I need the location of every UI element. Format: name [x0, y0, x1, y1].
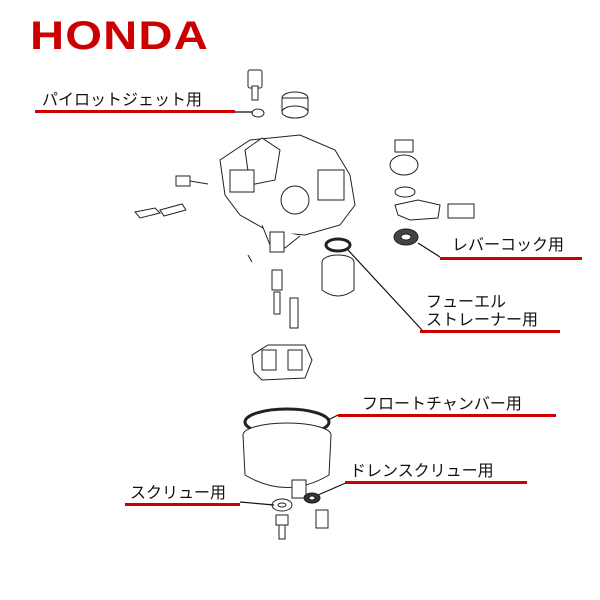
adjust-screws — [134, 175, 209, 219]
fuel-cock-parts — [389, 139, 475, 221]
honda-logo: HONDA — [30, 14, 209, 58]
cap-cylinder — [281, 91, 309, 119]
float-chamber-bowl — [242, 422, 332, 499]
drain-screw-washer — [303, 492, 329, 529]
lever-cock-seal — [393, 228, 419, 246]
label-drain-screw: ドレンスクリュー用 — [350, 461, 494, 480]
label-fuel-strainer-line2: ストレーナー用 — [426, 310, 539, 329]
leader-lines — [235, 111, 441, 506]
carburetor-body — [219, 134, 356, 253]
underline-fuel-strainer — [420, 330, 560, 333]
label-screw: スクリュー用 — [130, 483, 227, 502]
screw-washer — [271, 498, 293, 540]
main-jet-assembly — [247, 254, 299, 329]
pilot-jet-screw — [247, 69, 263, 101]
underline-float-chamber — [338, 414, 556, 417]
underline-drain-screw — [345, 481, 527, 484]
underline-lever-cock — [440, 257, 582, 260]
float — [251, 344, 313, 381]
fuel-strainer — [321, 254, 355, 297]
fuel-strainer-gasket — [324, 237, 352, 253]
underline-pilot-jet — [35, 110, 235, 113]
label-float-chamber: フロートチャンバー用 — [362, 394, 522, 413]
pilot-jet-gasket — [251, 108, 265, 118]
label-fuel-strainer-line1: フューエル — [426, 292, 507, 311]
label-lever-cock: レバーコック用 — [452, 235, 565, 254]
underline-screw — [125, 503, 240, 506]
label-pilot-jet: パイロットジェット用 — [42, 90, 203, 109]
